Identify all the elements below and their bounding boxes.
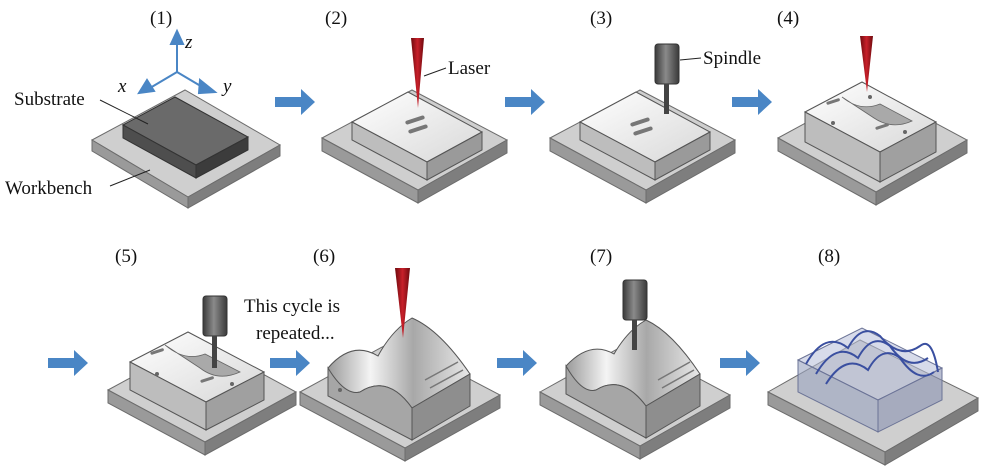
flow-arrow-5-6 (270, 350, 310, 376)
step-4-scene (776, 36, 969, 206)
step-8-scene (766, 327, 980, 466)
substrate (803, 81, 938, 183)
laser-beam (411, 38, 424, 108)
step-label-6: (6) (313, 246, 335, 267)
substrate (578, 91, 712, 181)
substrate (121, 96, 250, 179)
step-label-7: (7) (590, 246, 612, 267)
coordinate-axes (137, 28, 218, 95)
spindle (622, 279, 648, 350)
laser-label: Laser (448, 58, 491, 79)
spindle-leader (679, 57, 702, 61)
step-1-scene: z x y Substrate Workbench (5, 28, 282, 209)
spindle (654, 43, 680, 114)
substrate-label: Substrate (14, 89, 85, 110)
flow-arrow-3-4 (732, 89, 772, 115)
workbench-leader (109, 169, 151, 187)
substrate (128, 331, 266, 431)
wavy-workpiece (565, 319, 701, 439)
transparent-block (796, 327, 944, 433)
spindle (202, 295, 228, 368)
flow-arrow-2-3 (505, 89, 545, 115)
substrate (350, 91, 484, 181)
step-label-4: (4) (777, 8, 799, 29)
embedded-channels (805, 330, 939, 385)
flow-arrow-6-7 (497, 350, 537, 376)
step-3-scene: Spindle (548, 43, 761, 204)
substrate-leader (99, 99, 149, 125)
laser-beam (860, 36, 873, 92)
cycle-note-line2: repeated... (256, 323, 335, 344)
spindle-label: Spindle (703, 48, 761, 69)
step-7-scene (538, 279, 732, 460)
wavy-workpiece (327, 317, 471, 441)
axis-label-x: x (117, 76, 127, 97)
step-label-1: (1) (150, 8, 172, 29)
axis-label-z: z (184, 32, 193, 53)
step-2-scene: Laser (320, 38, 509, 204)
cycle-note-line1: This cycle is (244, 296, 340, 317)
step-label-2: (2) (325, 8, 347, 29)
step-6-scene: This cycle is repeated... (244, 268, 502, 462)
laser-beam (395, 268, 410, 338)
laser-leader (423, 67, 447, 77)
step-label-8: (8) (818, 246, 840, 267)
flow-arrow-7-8 (720, 350, 760, 376)
axis-label-y: y (221, 76, 232, 97)
workbench-label: Workbench (5, 178, 93, 199)
step-label-3: (3) (590, 8, 612, 29)
step-label-5: (5) (115, 246, 137, 267)
flow-arrow-4-5 (48, 350, 88, 376)
flow-arrows (48, 89, 772, 376)
flow-arrow-1-2 (275, 89, 315, 115)
step-5-scene (106, 295, 298, 456)
